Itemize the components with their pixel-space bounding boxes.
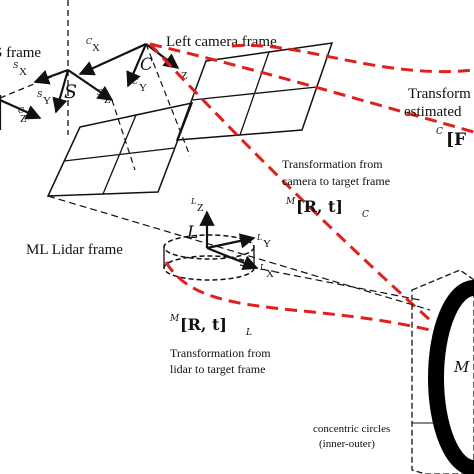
lidar-eq-subscript: L <box>245 328 252 338</box>
s-x-label: X <box>19 66 27 78</box>
c-x-label: X <box>92 42 100 54</box>
s-frame-group: S frame S S X S Y S Z C Z <box>0 0 114 135</box>
l-x-script: L <box>259 263 265 272</box>
image-plane-left <box>46 101 194 197</box>
camera-frame-symbol: C <box>140 55 153 75</box>
right-top-curve <box>231 43 474 74</box>
c-x-script: C <box>86 37 92 46</box>
cam-to-target-eq: [R, t] <box>296 197 343 216</box>
lidar-dashed-long-1 <box>47 195 431 311</box>
l-z-label: Z <box>197 202 204 214</box>
lidar-to-target-line2: lidar to target frame <box>170 362 265 376</box>
image-plane-right <box>175 42 334 141</box>
right-eq-partial: [F <box>446 130 466 150</box>
s-x-axis <box>33 68 69 85</box>
s-x-script: S <box>13 61 19 70</box>
lidar-frame-symbol: L <box>186 223 198 243</box>
lidar-to-target-line1: Transformation from <box>170 346 271 360</box>
l-z-script: L <box>190 197 196 206</box>
c-x-axis <box>78 42 147 76</box>
cam-dashed-2 <box>111 99 136 171</box>
c-y-label: Y <box>139 82 147 94</box>
s-frame-label: S frame <box>0 45 41 61</box>
c-y-axis <box>126 43 148 88</box>
l-x-label: X <box>266 268 274 280</box>
lidar-frame-label: ML Lidar frame <box>26 242 123 258</box>
lidar-eq-superscript: M <box>169 314 180 324</box>
target-outer-ring <box>428 280 474 474</box>
camera-to-right-curve <box>149 42 474 134</box>
camera-to-target-curve <box>148 42 432 322</box>
cam-to-target-line1: Transformation from <box>282 157 383 171</box>
s-left-axis-1 <box>0 98 42 120</box>
target-board: M <box>411 269 474 474</box>
s-left-z-script: C <box>18 106 24 115</box>
lidar-frame-group: ML Lidar frame L L Z L Y L X <box>26 195 431 311</box>
transform-curves <box>148 42 474 332</box>
right-eq-superscript: C <box>436 127 443 137</box>
lidar-to-target-curve <box>164 261 431 332</box>
s-y-label: Y <box>43 95 51 107</box>
right-estimated-label: estimated <box>404 104 462 120</box>
cam-to-target-line2: camera to target frame <box>282 174 390 188</box>
target-frame-symbol: M <box>453 358 470 376</box>
lidar-to-target-eq: [R, t] <box>180 315 227 334</box>
camera-frame-group: Left camera frame C C X C Y Z <box>78 34 277 171</box>
cam-eq-subscript: C <box>362 210 369 220</box>
concentric-line1: concentric circles <box>313 423 390 435</box>
c-z-axis <box>145 43 180 69</box>
s-y-script: S <box>37 90 43 99</box>
s-frame-symbol: S <box>64 81 77 103</box>
s-y-axis <box>52 69 70 114</box>
lidar-dashed-long-2 <box>239 264 421 301</box>
s-left-z-label: Z <box>20 113 27 125</box>
l-x-axis <box>206 246 259 271</box>
l-y-label: Y <box>263 238 271 250</box>
s-z-axis <box>67 69 114 101</box>
s-z-label: Z <box>104 94 111 106</box>
right-transform-label: Transform <box>408 86 471 102</box>
cam-eq-superscript: M <box>285 197 296 207</box>
s-z-script: S <box>97 88 103 97</box>
concentric-line2: (inner-outer) <box>319 438 375 450</box>
l-y-axis <box>206 233 256 250</box>
l-y-script: L <box>256 233 262 242</box>
c-y-script: C <box>132 77 138 86</box>
camera-frame-label: Left camera frame <box>166 34 277 50</box>
annotations: Transformation from camera to target fra… <box>169 86 471 450</box>
cam-dashed-1 <box>145 43 191 157</box>
c-z-label: Z <box>181 70 188 82</box>
